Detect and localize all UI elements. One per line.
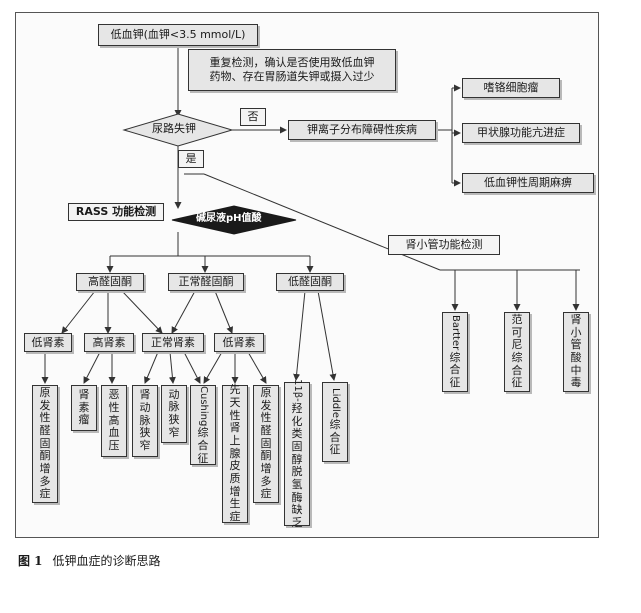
cause-periodic-paralysis: 低血钾性周期麻痹 bbox=[462, 173, 594, 193]
recheck-line-1: 重复检测，确认是否使用致低血钾 bbox=[209, 56, 375, 70]
figure-caption: 图 1 低钾血症的诊断思路 bbox=[18, 552, 161, 569]
decision-ph-label: 碱尿液pH值酸 bbox=[196, 213, 262, 224]
renal-tubule-test: 肾小管功能检测 bbox=[388, 235, 500, 255]
disease-bartter: Bartter 综 合 征 bbox=[442, 312, 468, 392]
disease-primary-aldosteronism-1: 原 发 性 醛 固 酮 增 多 症 bbox=[32, 385, 58, 503]
label-no: 否 bbox=[240, 108, 266, 126]
decision-urine-shape bbox=[122, 113, 234, 147]
root-hypokalemia: 低血钾(血钾<3.5 mmol/L) bbox=[98, 24, 258, 46]
aldosterone-high: 高醛固酮 bbox=[76, 273, 144, 291]
cause-pheochromocytoma: 嗜铬细胞瘤 bbox=[462, 78, 560, 98]
disease-liddle: Liddle 综 合 征 bbox=[322, 382, 348, 462]
root-label: 低血钾(血钾<3.5 mmol/L) bbox=[110, 28, 246, 42]
disease-renal-artery-stenosis: 肾 动 脉 狭 窄 bbox=[132, 385, 158, 457]
disease-11b-hsd-deficiency: 11β- 羟 化 类 固 醇 脱 氢 酶 缺 乏 bbox=[284, 379, 310, 529]
figure-label: 图 1 bbox=[18, 554, 43, 568]
disease-fanconi: 范 可 尼 综 合 征 bbox=[504, 312, 530, 392]
disease-artery-stenosis: 动 脉 狭 窄 bbox=[161, 385, 187, 443]
decision-urine-label: 尿路失钾 bbox=[152, 122, 196, 135]
decision-ph-shape bbox=[171, 205, 297, 235]
disease-primary-aldosteronism-2: 原 发 性 醛 固 酮 增 多 症 bbox=[253, 385, 279, 503]
disease-cah: 先 天 性 肾 上 腺 皮 质 增 生 症 bbox=[222, 384, 248, 523]
renin-low-1: 低肾素 bbox=[24, 333, 72, 352]
redistribution-disorder: 钾离子分布障碍性疾病 bbox=[288, 120, 436, 140]
recheck-line-2: 药物、存在胃肠道失钾或摄入过少 bbox=[209, 70, 375, 83]
label-yes: 是 bbox=[178, 150, 204, 168]
renin-high: 高肾素 bbox=[84, 333, 134, 352]
figure-title: 低钾血症的诊断思路 bbox=[52, 554, 161, 568]
disease-malignant-hypertension: 恶 性 高 血 压 bbox=[101, 385, 127, 457]
cause-hyperthyroidism: 甲状腺功能亢进症 bbox=[462, 123, 580, 143]
aldosterone-normal: 正常醛固酮 bbox=[168, 273, 244, 291]
disease-reninoma: 肾 素 瘤 bbox=[71, 385, 97, 431]
renin-low-2: 低肾素 bbox=[214, 333, 264, 352]
renin-normal: 正常肾素 bbox=[142, 333, 204, 352]
disease-cushing: Cushing 综 合 征 bbox=[190, 385, 216, 465]
aldosterone-low: 低醛固酮 bbox=[276, 273, 344, 291]
disease-rta: 肾 小 管 酸 中 毒 bbox=[563, 312, 589, 392]
rass-test: RASS 功能检测 bbox=[68, 203, 164, 221]
recheck-note: 重复检测，确认是否使用致低血钾 药物、存在胃肠道失钾或摄入过少 bbox=[188, 49, 396, 91]
